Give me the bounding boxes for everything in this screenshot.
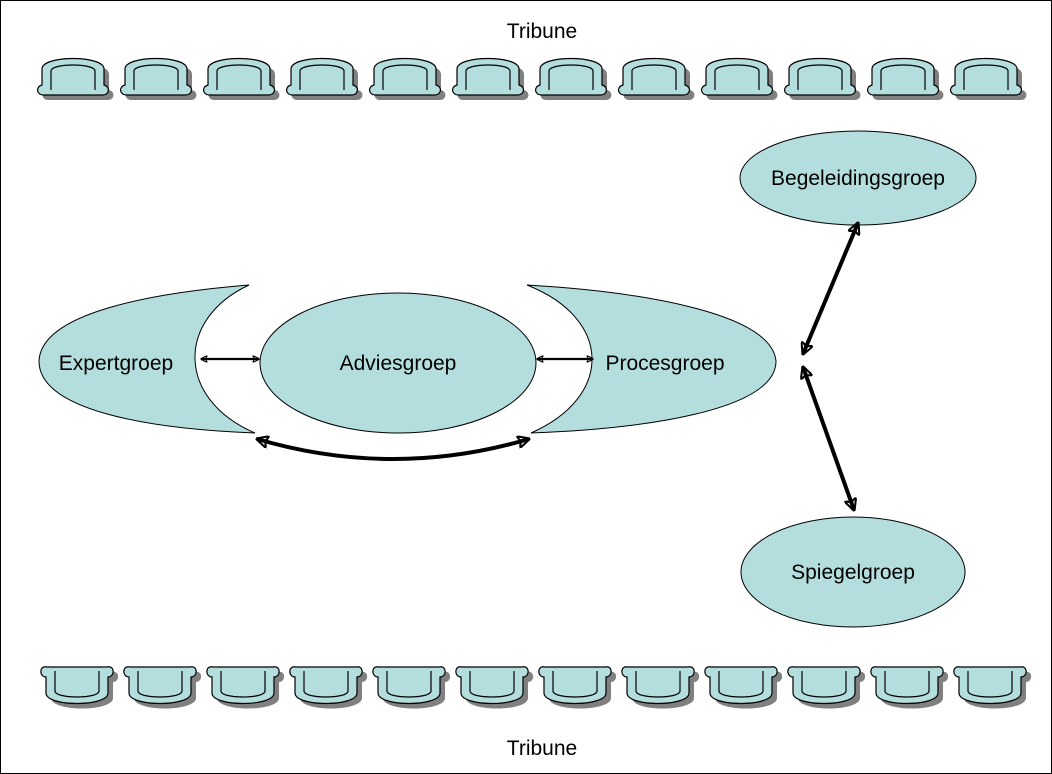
seat-icon [953, 666, 1032, 709]
seat-icon [455, 666, 534, 709]
tribune-bottom-seats [40, 666, 1032, 709]
seat-icon [867, 57, 944, 100]
seat-icon [621, 666, 700, 709]
seat-icon [787, 666, 866, 709]
seat-icon [123, 666, 202, 709]
tribune-bottom-label: Tribune [507, 737, 577, 760]
seat-icon [950, 57, 1027, 100]
seat-icon [870, 666, 949, 709]
tribune-top-seats [37, 57, 1027, 100]
seat-icon [701, 57, 778, 100]
seat-icon [286, 57, 363, 100]
begeleidingsgroep-label: Begeleidingsgroep [771, 167, 945, 190]
seat-icon [369, 57, 446, 100]
seat-icon [40, 666, 119, 709]
spiegelgroep-label: Spiegelgroep [791, 561, 915, 584]
seat-icon [452, 57, 529, 100]
procesgroep-label: Procesgroep [605, 352, 724, 375]
seat-icon [289, 666, 368, 709]
link-proces-begeleiding [803, 223, 858, 354]
seat-icon [372, 666, 451, 709]
seat-icon [784, 57, 861, 100]
seat-icon [704, 666, 783, 709]
expertgroep-shape[interactable] [38, 284, 256, 434]
link-expert-proces [257, 439, 529, 461]
expertgroep-label: Expertgroep [59, 352, 173, 375]
seat-icon [206, 666, 285, 709]
adviesgroep-shape[interactable] [259, 292, 537, 434]
seat-icon [538, 666, 617, 709]
seat-icon [37, 57, 114, 100]
seat-icon [120, 57, 197, 100]
adviesgroep-label: Adviesgroep [340, 352, 457, 375]
seat-icon [618, 57, 695, 100]
link-proces-spiegel [803, 367, 854, 510]
seat-icon [203, 57, 280, 100]
seat-icon [535, 57, 612, 100]
tribune-top-label: Tribune [507, 20, 577, 43]
spiegelgroep-shape[interactable] [740, 516, 966, 628]
